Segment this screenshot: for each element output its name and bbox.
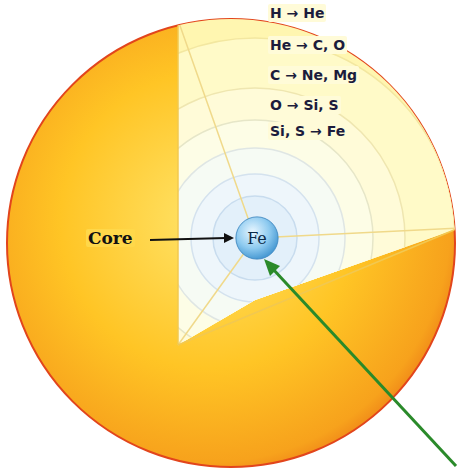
- core-circle: Fe: [235, 216, 279, 260]
- reaction-label: C → Ne, Mg: [268, 66, 359, 84]
- reaction-label: O → Si, S: [268, 96, 341, 114]
- reaction-label: Si, S → Fe: [268, 122, 347, 140]
- part-label: Core: [86, 229, 135, 247]
- element-label: Fe: [235, 229, 279, 248]
- reaction-label: He → C, O: [268, 36, 347, 54]
- reaction-label: H → He: [268, 4, 326, 22]
